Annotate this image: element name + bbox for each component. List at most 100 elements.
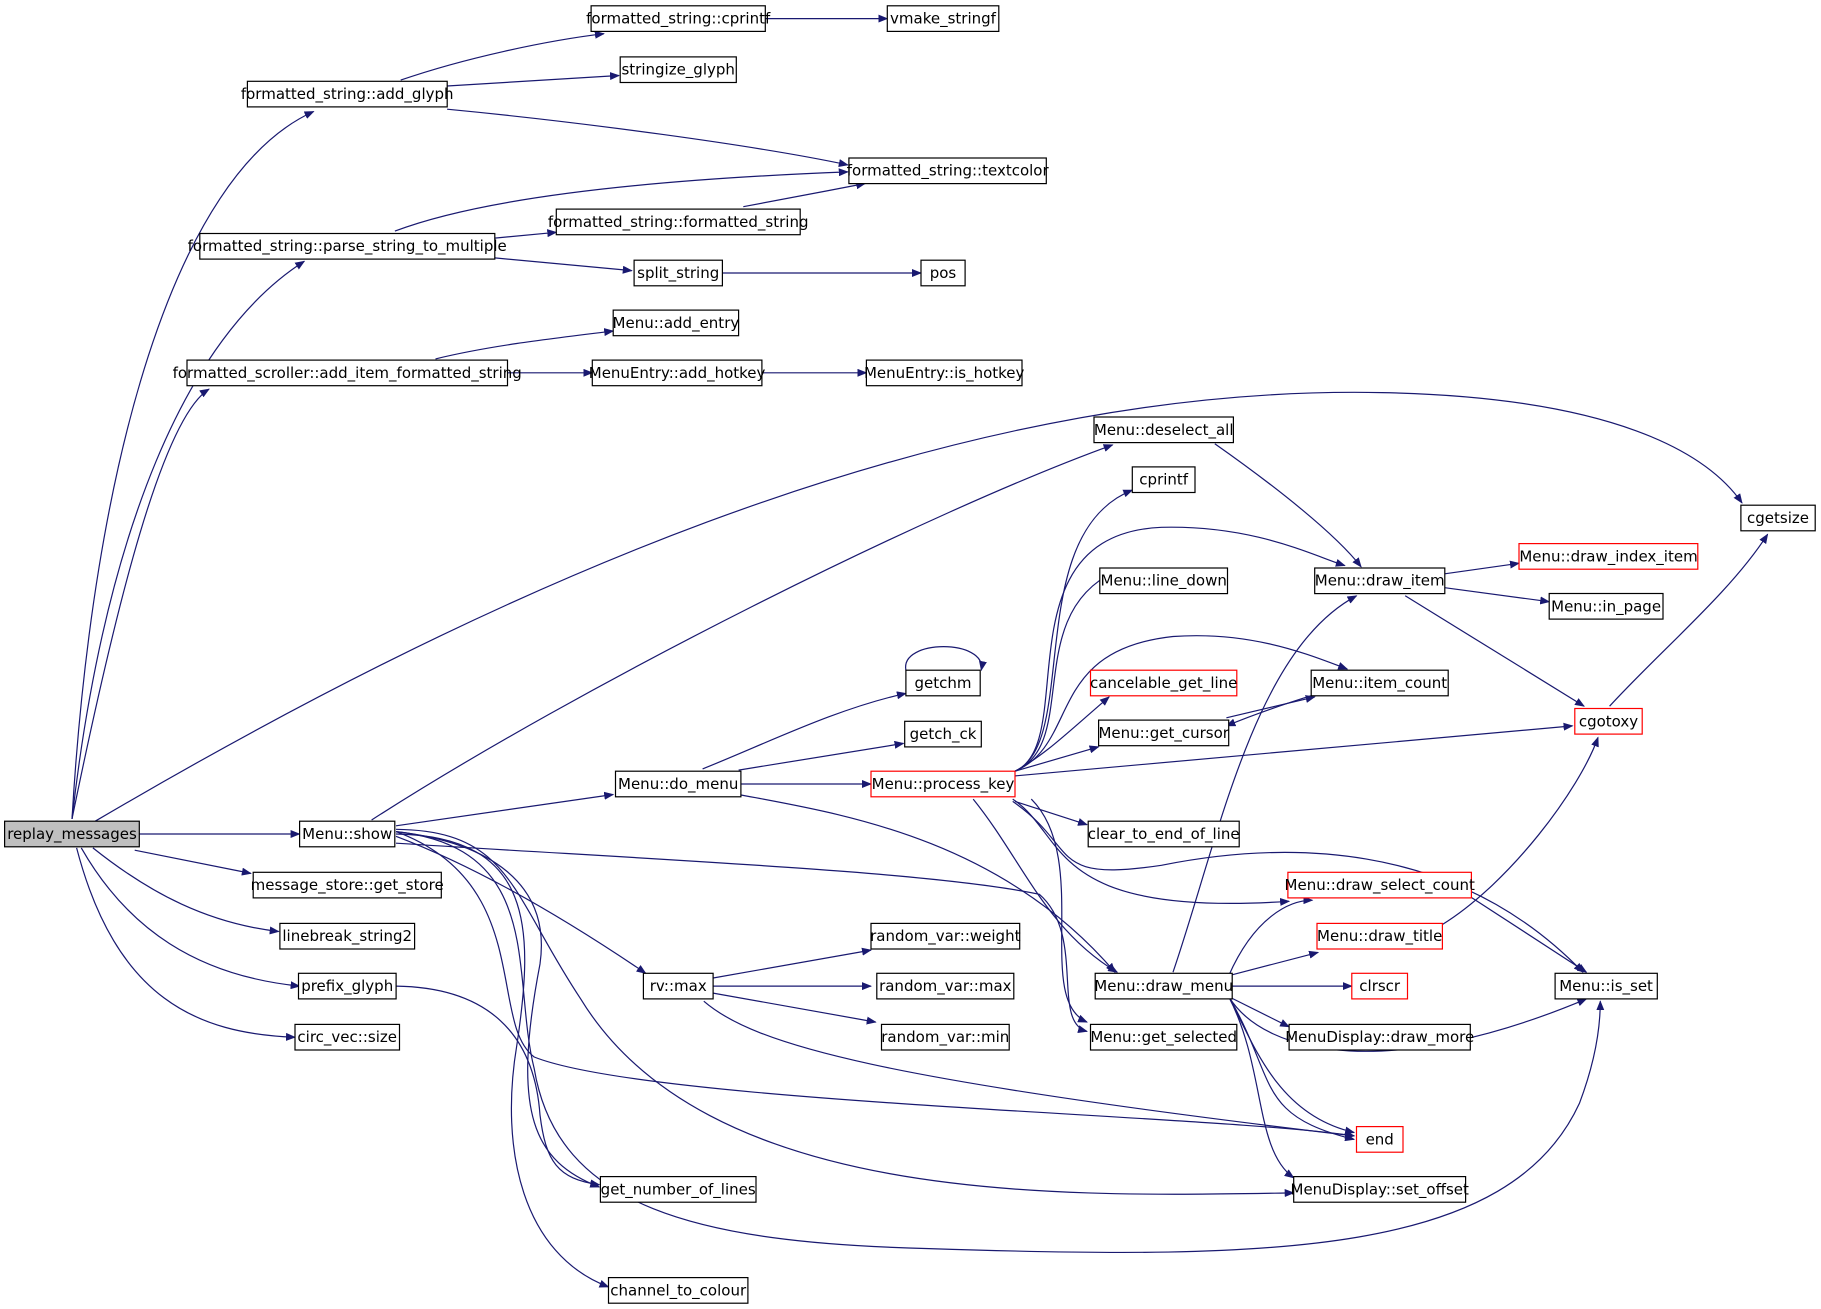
node-box-line_down [1099, 567, 1229, 595]
node-replay[interactable]: replay_messages [3, 820, 140, 848]
node-is_hotkey[interactable]: MenuEntry::is_hotkey [864, 359, 1025, 387]
node-is_set[interactable]: Menu::is_set [1554, 972, 1658, 1000]
edge-draw_menu-to-draw_sel [1228, 896, 1314, 976]
node-rw_weight[interactable]: random_var::weight [870, 922, 1021, 950]
node-chan[interactable]: channel_to_colour [607, 1276, 749, 1304]
node-box-show [299, 820, 396, 848]
node-label: Menu::line_down [1101, 572, 1227, 591]
node-in_page[interactable]: Menu::in_page [1548, 592, 1664, 620]
node-label: getchm [915, 674, 972, 692]
node-label: Menu::draw_menu [1094, 977, 1233, 996]
node-draw_title[interactable]: Menu::draw_title [1316, 922, 1444, 950]
node-process_key[interactable]: Menu::process_key [870, 770, 1016, 798]
node-getch_ck[interactable]: getch_ck [904, 720, 982, 748]
node-rw_min[interactable]: random_var::min [880, 1023, 1010, 1051]
node-box-add_hotkey [591, 359, 763, 387]
node-rw_max[interactable]: random_var::max [876, 972, 1015, 1000]
node-get_sel[interactable]: Menu::get_selected [1089, 1023, 1238, 1051]
node-msg_store[interactable]: message_store::get_store [251, 871, 444, 899]
node-parse[interactable]: formatted_string::parse_string_to_multip… [188, 232, 507, 260]
edge-draw_menu-to-draw_item [1172, 595, 1358, 973]
node-label: cgetsize [1747, 509, 1809, 527]
node-textcolor[interactable]: formatted_string::textcolor [847, 157, 1050, 185]
node-show[interactable]: Menu::show [299, 820, 396, 848]
nodes-layer: replay_messages formatted_string::add_gly… [3, 5, 1816, 1304]
node-draw_menu[interactable]: Menu::draw_menu [1094, 972, 1233, 1000]
edge-process_key-to-draw_item [1014, 526, 1346, 772]
node-cgotoxy[interactable]: cgotoxy [1574, 707, 1643, 735]
node-fs_add_glyph[interactable]: formatted_string::add_glyph [241, 80, 454, 108]
node-label: rv::max [650, 977, 707, 995]
edge-rv_max-to-rw_min [712, 992, 877, 1025]
node-cancel[interactable]: cancelable_get_line [1089, 669, 1237, 697]
node-box-pos [920, 259, 966, 287]
node-vmake[interactable]: vmake_stringf [886, 5, 1000, 33]
node-label: vmake_stringf [890, 10, 997, 29]
edge-replay-to-parse [71, 260, 306, 819]
edge-fs_add_glyph-to-fs_cprintf [400, 30, 605, 81]
edge-replay-to-circ [76, 847, 296, 1041]
node-get_cursor[interactable]: Menu::get_cursor [1097, 719, 1230, 747]
node-end[interactable]: end [1355, 1125, 1404, 1153]
node-box-clear_eol [1087, 820, 1240, 848]
node-box-in_page [1548, 592, 1664, 620]
node-stringize[interactable]: stringize_glyph [619, 56, 737, 84]
node-label: MenuDisplay::draw_more [1285, 1028, 1474, 1047]
node-fs_fs[interactable]: formatted_string::formatted_string [548, 208, 809, 236]
edge-fscroll-to-add_entry [435, 328, 615, 360]
edge-process_key-to-cgotoxy [1014, 722, 1574, 777]
node-label: Menu::get_cursor [1098, 724, 1229, 743]
node-box-stringize [619, 56, 737, 84]
edge-replay-to-prefix [80, 847, 301, 990]
edge-rv_max-to-end [703, 1000, 1356, 1139]
node-box-split [633, 259, 723, 287]
node-fscroll[interactable]: formatted_scroller::add_item_formatted_s… [173, 359, 522, 387]
node-label: formatted_string::parse_string_to_multip… [188, 237, 507, 256]
node-circ[interactable]: circ_vec::size [294, 1023, 401, 1051]
node-pos[interactable]: pos [920, 259, 966, 287]
node-add_hotkey[interactable]: MenuEntry::add_hotkey [589, 359, 766, 387]
node-cprintf[interactable]: cprintf [1131, 466, 1196, 494]
node-set_offset[interactable]: MenuDisplay::set_offset [1291, 1175, 1469, 1203]
edge-rv_max-to-rw_weight [712, 947, 872, 979]
node-draw_index[interactable]: Menu::draw_index_item [1518, 542, 1699, 570]
node-clear_eol[interactable]: clear_to_end_of_line [1087, 820, 1240, 848]
node-linebreak[interactable]: linebreak_string2 [279, 922, 416, 950]
node-rv_max[interactable]: rv::max [642, 972, 714, 1000]
node-getchm[interactable]: getchm [905, 669, 981, 697]
edge-parse-to-split [494, 257, 633, 274]
node-prefix[interactable]: prefix_glyph [297, 972, 397, 1000]
node-add_entry[interactable]: Menu::add_entry [613, 309, 740, 337]
node-label: linebreak_string2 [282, 927, 412, 946]
node-draw_sel[interactable]: Menu::draw_select_count [1285, 871, 1475, 899]
node-line_down[interactable]: Menu::line_down [1099, 567, 1229, 595]
node-box-draw_index [1518, 542, 1699, 570]
node-box-fs_add_glyph [246, 80, 448, 108]
node-box-getchm [905, 669, 981, 697]
node-box-is_hotkey [865, 359, 1023, 387]
node-box-draw_title [1316, 922, 1444, 950]
edge-process_key-to-get_cursor [1014, 745, 1100, 772]
node-label: MenuEntry::is_hotkey [864, 364, 1025, 383]
node-draw_more[interactable]: MenuDisplay::draw_more [1285, 1023, 1474, 1051]
edge-show-to-deselect [371, 444, 1114, 821]
node-item_count[interactable]: Menu::item_count [1310, 669, 1449, 697]
node-box-vmake [886, 5, 1000, 33]
edge-draw_menu-to-set_offset [1228, 996, 1295, 1179]
node-box-draw_more [1288, 1023, 1471, 1051]
node-clrscr[interactable]: clrscr [1351, 972, 1409, 1000]
edge-draw_item-to-cgotoxy [1404, 595, 1585, 707]
node-cgetsize[interactable]: cgetsize [1740, 504, 1816, 532]
node-deselect[interactable]: Menu::deselect_all [1093, 416, 1234, 444]
node-fs_cprintf[interactable]: formatted_string::cprintf [586, 5, 771, 33]
node-label: split_string [637, 264, 719, 283]
node-do_menu[interactable]: Menu::do_menu [614, 770, 742, 798]
node-box-draw_item [1314, 567, 1446, 595]
edges-layer [71, 14, 1769, 1288]
node-split[interactable]: split_string [633, 259, 723, 287]
edge-getchm-to-getchm [905, 646, 987, 672]
node-label: get_number_of_lines [601, 1180, 756, 1199]
node-num_lines[interactable]: get_number_of_lines [599, 1175, 757, 1203]
node-draw_item[interactable]: Menu::draw_item [1314, 567, 1446, 595]
edge-replay-to-linebreak [92, 847, 280, 935]
